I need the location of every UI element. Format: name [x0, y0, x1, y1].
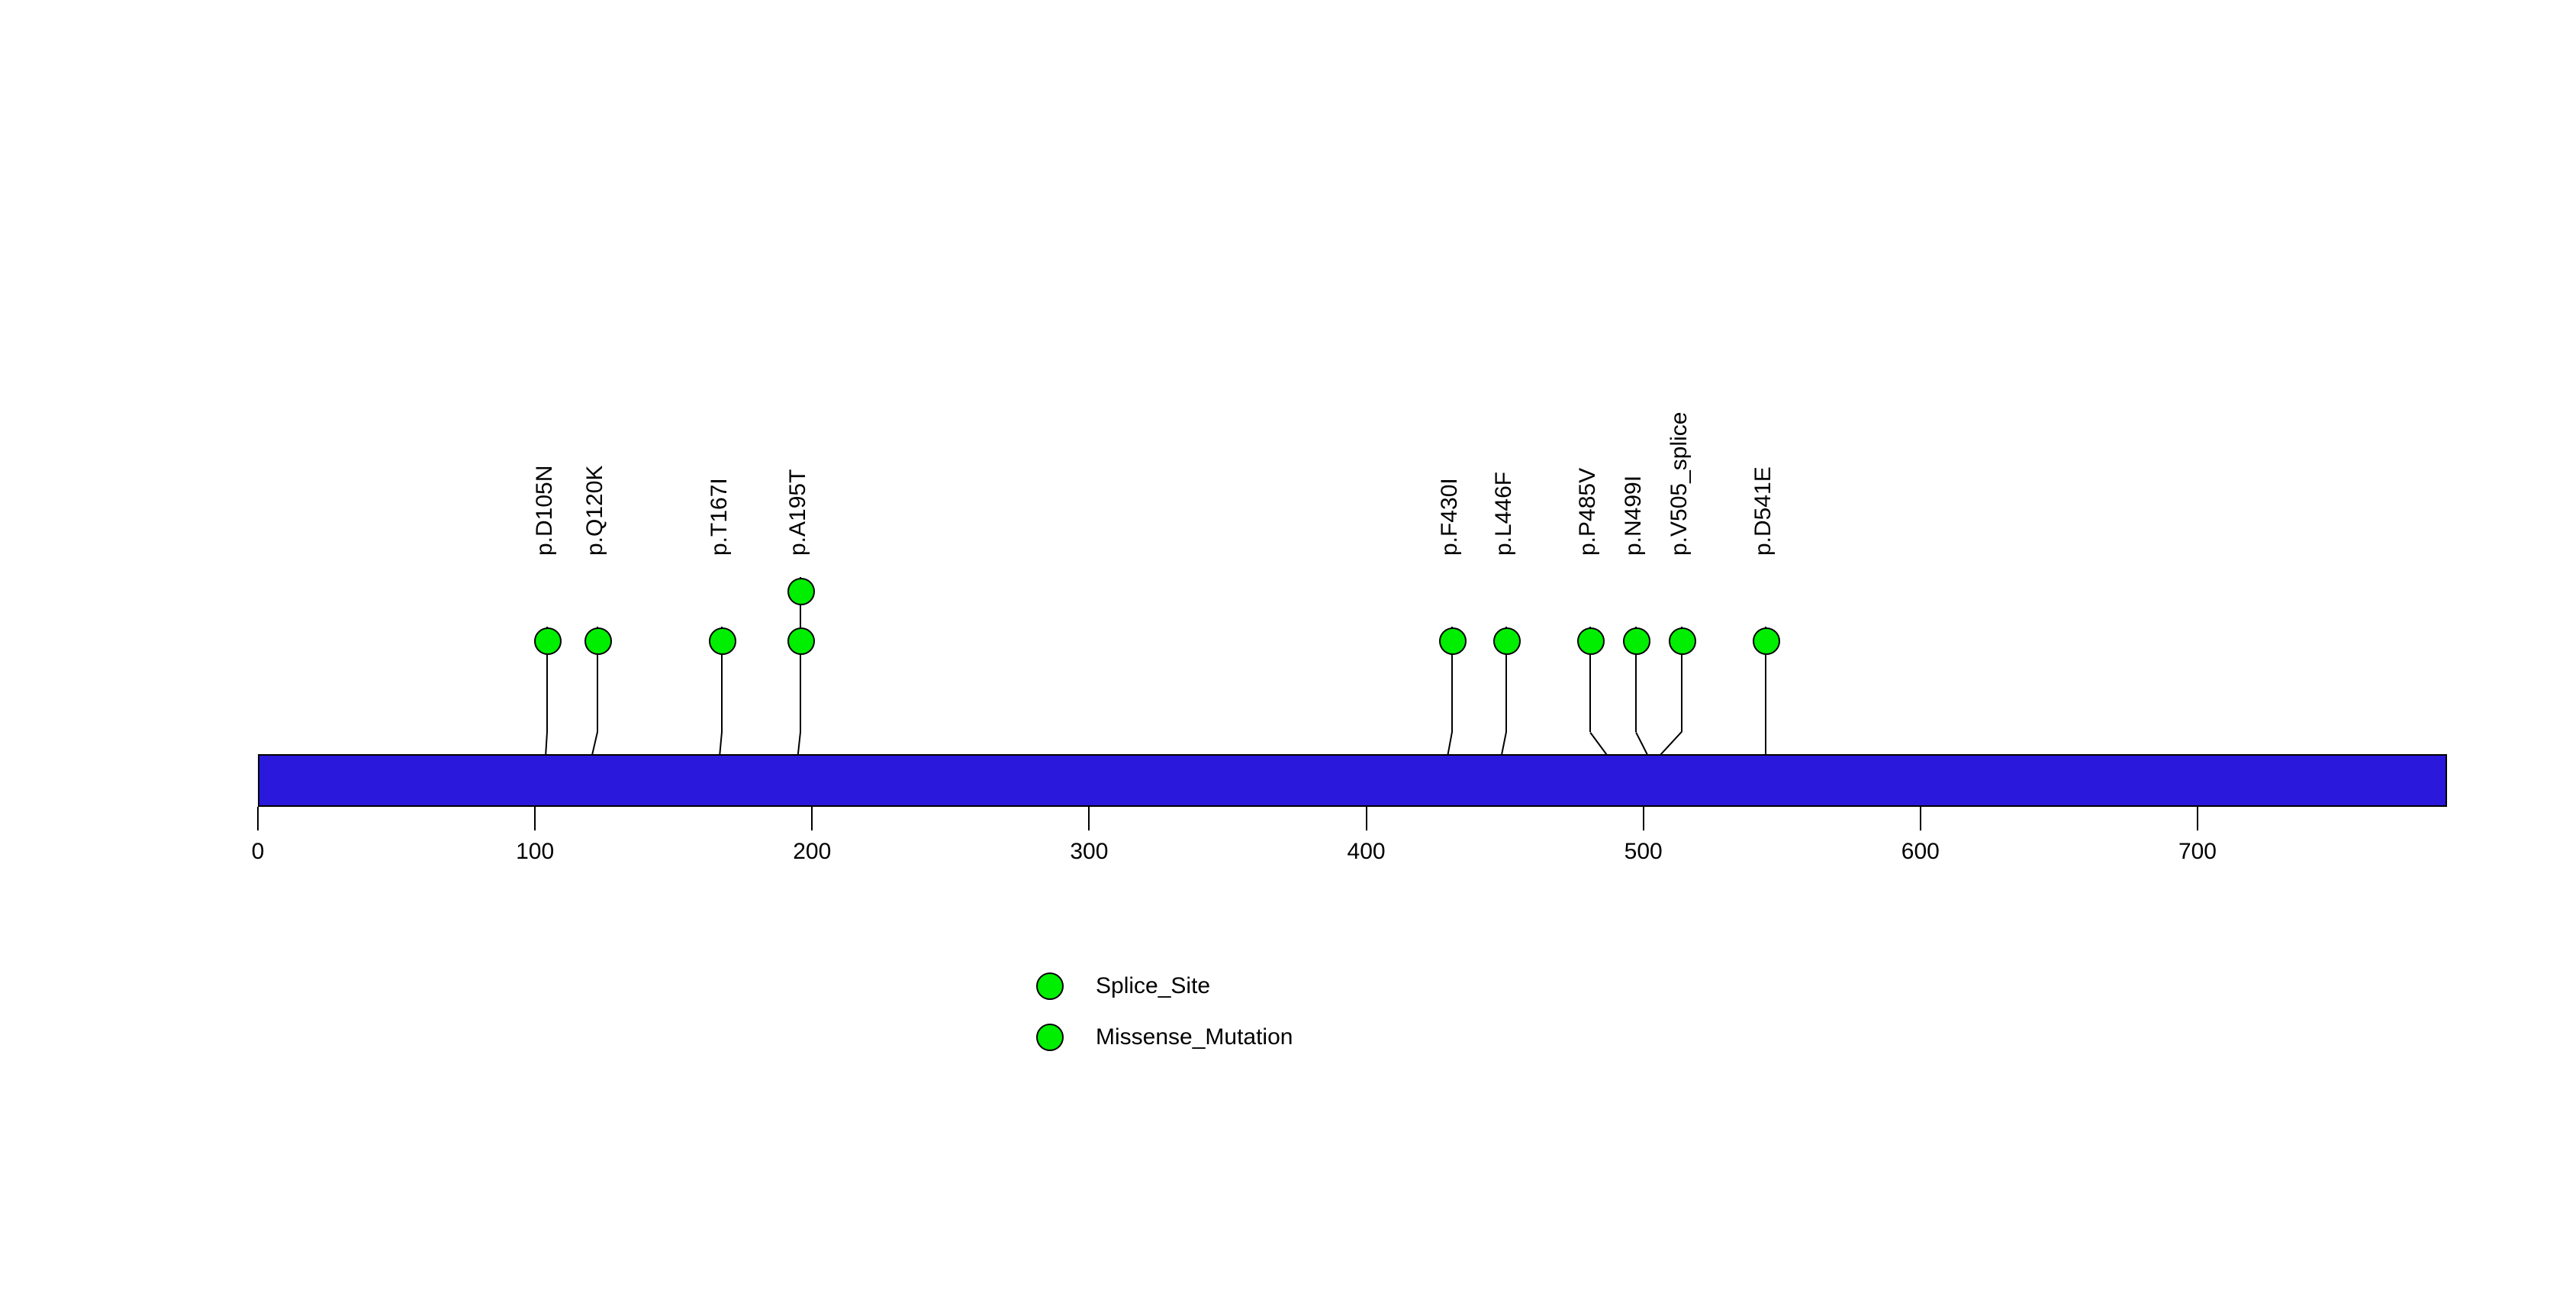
axis-tick [534, 807, 536, 830]
lollipop-dot[interactable] [787, 578, 815, 605]
lollipop-label: p.A195T [785, 469, 810, 556]
axis-tick-label: 100 [516, 839, 555, 864]
axis-tick [2196, 807, 2198, 830]
axis-tick-label: 600 [1901, 839, 1940, 864]
lollipop-label: p.P485V [1575, 467, 1600, 556]
lollipop-dot[interactable] [534, 627, 562, 655]
lollipop-label: p.N499I [1621, 475, 1646, 556]
legend-swatch-circle-icon [1036, 972, 1064, 1000]
axis-tick-label: 0 [251, 839, 265, 864]
axis-tick [1365, 807, 1367, 830]
axis-tick-label: 300 [1070, 839, 1109, 864]
lollipop-label: p.D105N [532, 465, 557, 556]
axis-tick [257, 807, 259, 830]
lollipop-dot[interactable] [1493, 627, 1521, 655]
lollipop-dot[interactable] [1753, 627, 1780, 655]
lollipop-label: p.Q120K [582, 465, 607, 556]
lollipop-label: p.F430I [1437, 478, 1462, 556]
axis-tick-label: 700 [2178, 839, 2217, 864]
lollipop-dot[interactable] [1439, 627, 1467, 655]
axis-tick [1642, 807, 1644, 830]
lollipop-dot[interactable] [584, 627, 612, 655]
axis-tick [1919, 807, 1921, 830]
legend-label: Missense_Mutation [1096, 1024, 1293, 1050]
protein-backbone-bar [258, 754, 2447, 807]
lollipop-dot[interactable] [709, 627, 736, 655]
lollipop-label: p.D541E [1750, 466, 1776, 556]
lollipop-label: p.L446F [1491, 471, 1516, 556]
axis-tick [1088, 807, 1090, 830]
lollipop-dot[interactable] [1577, 627, 1605, 655]
legend-label: Splice_Site [1096, 972, 1211, 998]
lollipop-label: p.V505_splice [1666, 411, 1692, 556]
legend-swatch-circle-icon [1036, 1023, 1064, 1051]
axis-tick-label: 200 [793, 839, 832, 864]
axis-tick-label: 500 [1624, 839, 1663, 864]
axis-tick [811, 807, 813, 830]
lollipop-dot[interactable] [1669, 627, 1696, 655]
axis-tick-label: 400 [1347, 839, 1386, 864]
lollipop-label: p.T167I [707, 478, 732, 556]
lollipop-dot[interactable] [1623, 627, 1650, 655]
lollipop-dot[interactable] [787, 627, 815, 655]
